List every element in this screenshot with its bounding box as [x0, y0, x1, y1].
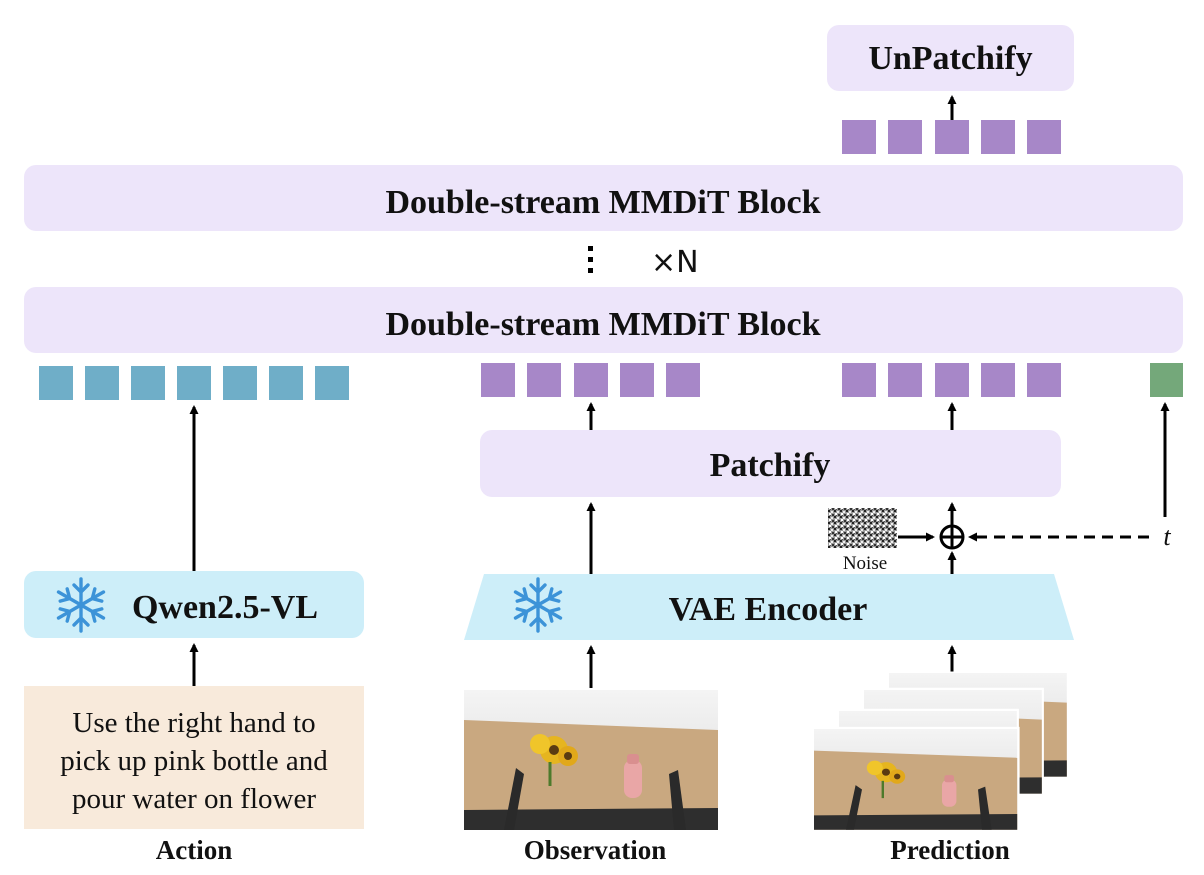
output-token: [842, 120, 876, 154]
action-text-line2: pick up pink bottle and: [60, 745, 328, 777]
text-token: [269, 366, 303, 400]
output-tokens: [842, 120, 1061, 154]
repeat-label: ×N: [651, 245, 699, 280]
text-token: [131, 366, 165, 400]
add-operator-icon: [939, 524, 965, 550]
text-token: [85, 366, 119, 400]
caption-observation: Observation: [524, 835, 667, 865]
observation-tokens: [481, 363, 700, 397]
observation-token: [481, 363, 515, 397]
text-token: [315, 366, 349, 400]
prediction-token: [1027, 363, 1061, 397]
mmdit-block-bottom-label: Double-stream MMDiT Block: [385, 306, 820, 343]
qwen-box: [24, 571, 364, 638]
unpatchify-box: [827, 25, 1074, 91]
noise-image: [828, 508, 897, 548]
vae-encoder-label: VAE Encoder: [669, 591, 868, 628]
timestep-label: t: [1163, 522, 1171, 551]
prediction-token: [935, 363, 969, 397]
prediction-token: [888, 363, 922, 397]
action-text-line1: Use the right hand to: [72, 707, 315, 739]
prediction-token: [981, 363, 1015, 397]
timestep-token: [1150, 363, 1183, 397]
prediction-token: [842, 363, 876, 397]
caption-prediction: Prediction: [890, 835, 1009, 865]
text-token: [39, 366, 73, 400]
output-token: [888, 120, 922, 154]
patchify-box: [480, 430, 1061, 497]
noise-label: Noise: [843, 553, 887, 574]
mmdit-block-bottom: [24, 287, 1183, 353]
qwen-label: Qwen2.5-VL: [132, 589, 318, 626]
observation-token: [574, 363, 608, 397]
patchify-label: Patchify: [710, 447, 831, 484]
prediction-frame: [811, 726, 1020, 832]
text-token: [223, 366, 257, 400]
observation-image: [462, 688, 720, 832]
observation-token: [527, 363, 561, 397]
mmdit-block-top-label: Double-stream MMDiT Block: [385, 184, 820, 221]
text-tokens: [39, 366, 349, 400]
output-token: [1027, 120, 1061, 154]
caption-action: Action: [156, 835, 233, 865]
observation-token: [620, 363, 654, 397]
text-token: [177, 366, 211, 400]
action-text-line3: pour water on flower: [72, 783, 316, 815]
action-text-box: [24, 686, 364, 829]
output-token: [935, 120, 969, 154]
mmdit-block-top: [24, 165, 1183, 231]
prediction-frames: [811, 671, 1069, 832]
prediction-tokens: [842, 363, 1061, 397]
observation-token: [666, 363, 700, 397]
unpatchify-label: UnPatchify: [868, 40, 1032, 77]
vertical-ellipsis: [588, 246, 593, 273]
output-token: [981, 120, 1015, 154]
vae-encoder-box: [464, 574, 1074, 640]
